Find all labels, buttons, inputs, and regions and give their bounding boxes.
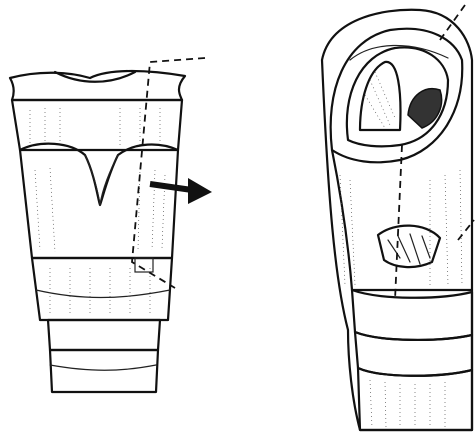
lower-ring-2 [355,332,472,376]
section-dash-vertical [395,145,402,300]
thyroid-shading [35,168,165,252]
epiglottis-top [10,71,185,100]
hyoid-shading [30,108,160,146]
vocal-fold [360,62,400,130]
arrow-head [188,178,212,204]
direction-arrow [150,178,212,204]
left-larynx-drawing [10,58,205,392]
tracheal-ring-2 [50,350,158,392]
side-body [332,150,472,290]
thyroid-notch [85,155,118,205]
lower-ring-shading [370,380,445,428]
ventricle-lines [388,234,430,264]
cricoid-cartilage [32,258,172,320]
section-plane-line [132,58,205,288]
lower-ring-1 [352,290,472,340]
arrow-shaft [150,184,192,190]
hyoid-band [12,100,182,150]
tracheal-ring-1 [48,320,160,350]
side-body-shading [340,170,462,285]
right-larynx-drawing [322,5,474,430]
tracheal-ring-line [50,365,156,370]
cricoid-shading [50,268,150,315]
